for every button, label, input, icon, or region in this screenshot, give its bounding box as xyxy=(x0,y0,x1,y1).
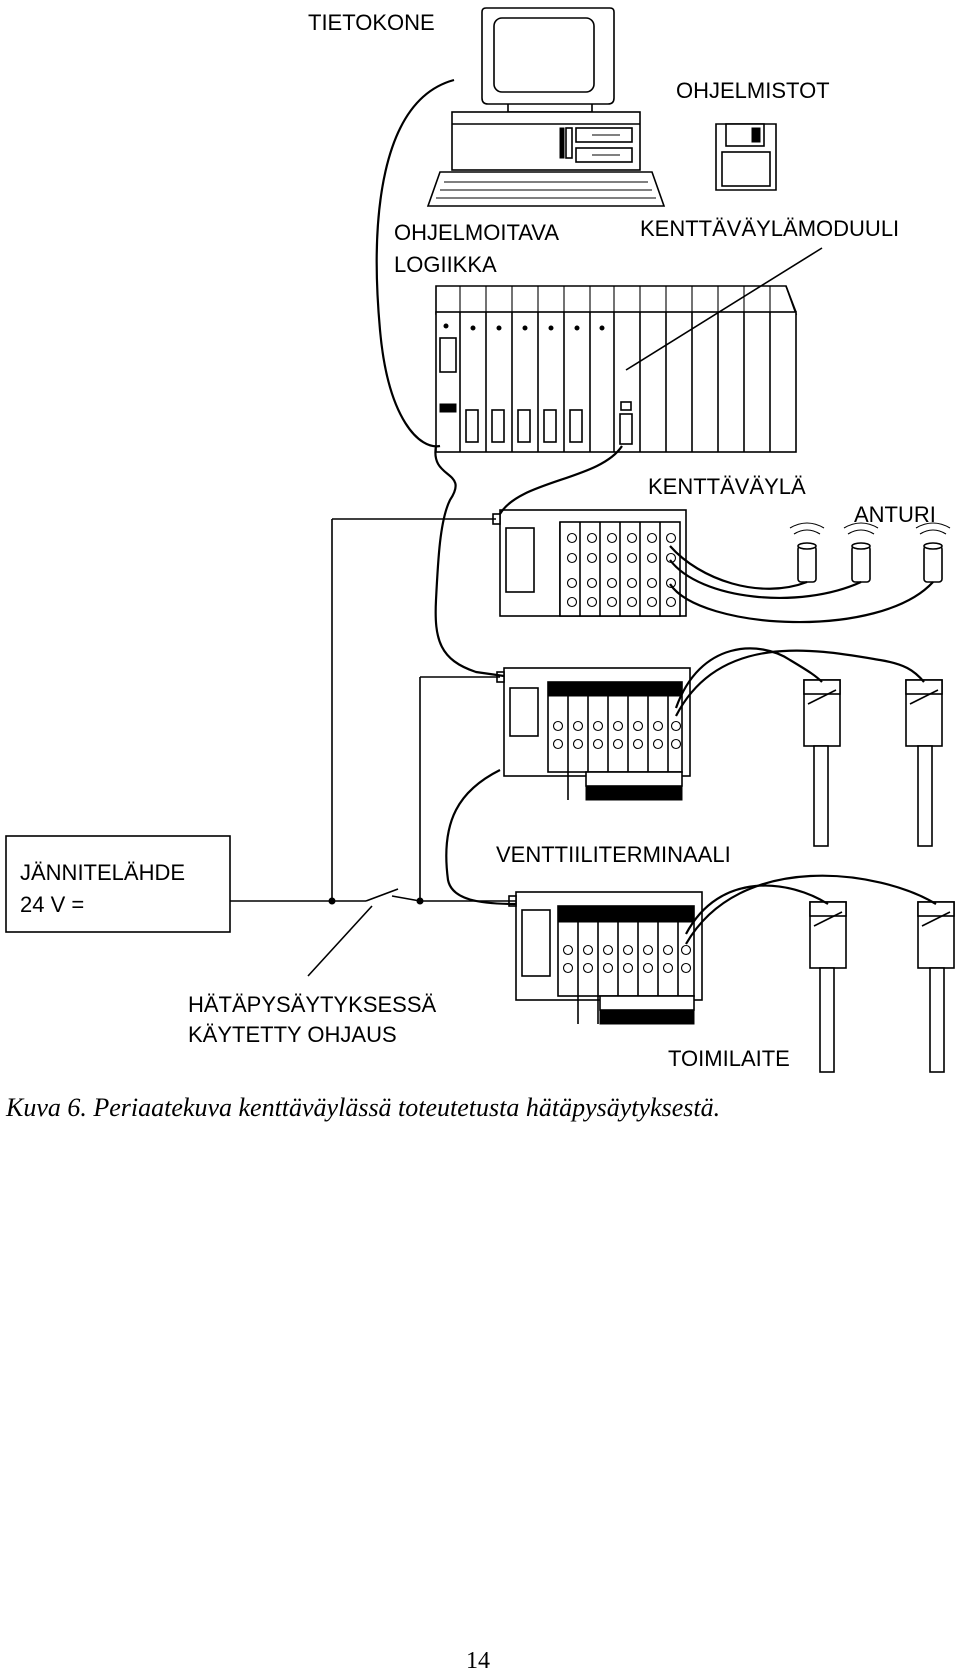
actuator-icon xyxy=(803,679,955,1073)
fieldbus-module-leader xyxy=(625,247,823,371)
label-plc-line2: LOGIIKKA xyxy=(394,252,497,277)
io-node-icon xyxy=(492,509,687,617)
label-valve-terminal: VENTTIILITERMINAALI xyxy=(496,842,731,867)
label-plc-line1: OHJELMOITAVA xyxy=(394,220,559,245)
page-number: 14 xyxy=(466,1648,490,1674)
estop-leader xyxy=(307,905,373,977)
label-power-line1: JÄNNITELÄHDE xyxy=(20,860,185,885)
label-estop-line1: HÄTÄPYSÄYTYKSESSÄ xyxy=(188,992,437,1017)
floppy-disk-icon xyxy=(715,123,777,191)
label-sensor: ANTURI xyxy=(854,502,936,527)
label-fieldbus: KENTTÄVÄYLÄ xyxy=(648,474,806,499)
label-power-line2: 24 V = xyxy=(20,892,84,917)
label-computer: TIETOKONE xyxy=(308,10,435,35)
power-supply-box xyxy=(5,835,231,933)
label-actuator: TOIMILAITE xyxy=(668,1046,790,1071)
power-wiring xyxy=(5,518,516,933)
plc-rack-icon xyxy=(435,285,798,453)
computer-icon xyxy=(426,7,666,207)
label-software: OHJELMISTOT xyxy=(676,78,830,103)
sensor-cables xyxy=(669,545,934,624)
figure-caption: Kuva 6. Periaatekuva kenttäväylässä tote… xyxy=(5,1093,720,1122)
sensor-icon xyxy=(789,522,951,583)
label-fieldbus-module: KENTTÄVÄYLÄMODUULI xyxy=(640,216,899,241)
valve-terminal-icon xyxy=(508,891,703,1025)
fieldbus-cable xyxy=(434,445,623,906)
label-estop-line2: KÄYTETTY OHJAUS xyxy=(188,1022,397,1047)
actuator-cables xyxy=(674,647,937,945)
valve-terminal-icon xyxy=(496,667,691,801)
computer-plc-cable xyxy=(375,78,455,448)
